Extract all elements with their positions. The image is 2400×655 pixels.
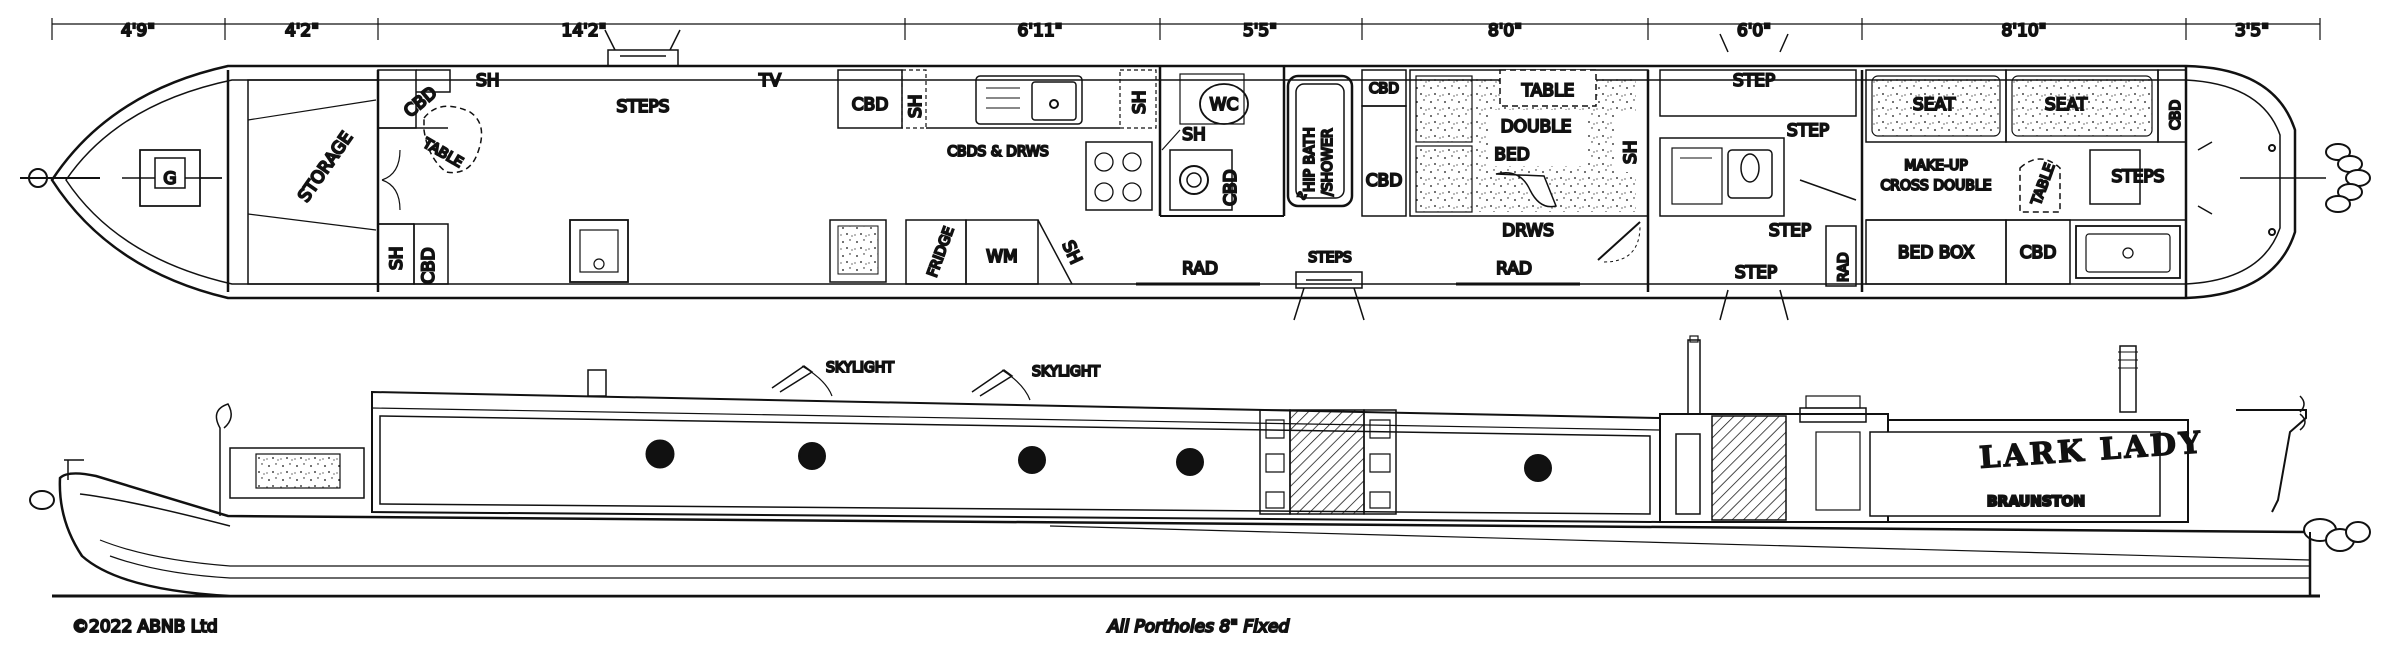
tap-mark: ∿	[1296, 188, 1308, 204]
side-doors	[1259, 409, 1397, 515]
step-label: STEP	[1733, 71, 1775, 91]
drws-label: DRWS	[1502, 221, 1554, 241]
bow-deck	[64, 403, 365, 516]
shower-label: /SHOWER	[1320, 128, 1336, 196]
sh-label: SH	[1621, 140, 1641, 164]
gas-locker: G	[122, 149, 222, 207]
home-port: BRAUNSTON	[1987, 494, 2085, 510]
dimension-label: 4'2"	[285, 21, 319, 41]
cbd-label: CBD	[1369, 81, 1399, 97]
dimension-label: 5'5"	[1243, 21, 1277, 41]
dimension-label: 3'5"	[2235, 21, 2269, 41]
dimension-label: 8'10"	[2002, 21, 2047, 41]
table-label: TABLE	[2028, 161, 2058, 208]
plan-view: G STORAGE CBD SH TABLE SH CBD STEPS TV	[20, 29, 2371, 321]
stern-fenders	[2303, 518, 2371, 552]
copyright-note: ©2022 ABNB Ltd	[72, 617, 218, 637]
wc-label: WC	[1210, 95, 1239, 115]
stern-fenders	[2240, 143, 2371, 236]
double-bed: TABLE DOUBLE BED SH	[1409, 69, 1649, 217]
skylights: SKYLIGHT SKYLIGHT	[771, 359, 1101, 401]
sh-label: SH	[387, 246, 407, 270]
hull-side	[58, 472, 2312, 598]
stove	[569, 219, 629, 283]
double-label: DOUBLE	[1501, 117, 1572, 137]
aft-cabin: SEAT SEAT CBD MAKE-UP CROSS DOUBLE TABLE…	[1865, 69, 2187, 285]
dimension-bar: 4'9" 4'2" 14'2" 6'11" 5'5" 8'0" 6'0" 8'1…	[51, 18, 2321, 42]
cbd-label: CBD	[1221, 169, 1241, 206]
tiller	[2236, 409, 2307, 513]
bathroom: WC SH CBD HIP BATH /SHOWER ∿	[1158, 66, 1354, 217]
table-label: TABLE	[1521, 81, 1575, 101]
hull-outline	[50, 64, 2297, 300]
steps-label: STEPS	[1308, 250, 1352, 266]
wm-label: WM	[986, 247, 1017, 267]
bed-label: BED	[1494, 145, 1530, 165]
radiators: RAD RAD	[1136, 258, 1580, 286]
gas-locker-label: G	[163, 169, 176, 189]
sh-label: SH	[906, 94, 926, 118]
rad-label: RAD	[1836, 252, 1852, 282]
rad-label: RAD	[1182, 259, 1218, 279]
cbd-label: CBD	[2168, 100, 2184, 130]
cbd-label: CBD	[2020, 243, 2057, 263]
bed-box-label: BED BOX	[1898, 243, 1975, 263]
elevation-view: SKYLIGHT SKYLIGHT LARK LADY BRAUNSTON	[29, 335, 2371, 598]
hip-bath-label: HIP BATH	[1302, 127, 1318, 192]
dimension-label: 14'2"	[562, 21, 607, 41]
porthole-note: All Portholes 8" Fixed	[1107, 617, 1289, 637]
step-label: STEP	[1769, 221, 1811, 241]
step-label: STEP	[1735, 263, 1777, 283]
chair	[829, 219, 887, 283]
steps-label: STEPS	[617, 97, 670, 117]
table-label: TABLE	[419, 135, 465, 171]
galley: CBD SH CBDS & DRWS SH	[837, 69, 1157, 211]
skylight-label: SKYLIGHT	[1032, 364, 1100, 380]
chimney	[587, 369, 607, 397]
dimension-label: 6'11"	[1018, 21, 1063, 41]
step-label: STEP	[1787, 121, 1829, 141]
tv-label: TV	[758, 71, 781, 91]
bed-cupboards: CBD CBD	[1361, 69, 1407, 217]
portholes	[645, 439, 1552, 482]
steps-label: STEPS	[2112, 167, 2165, 187]
seat-label: SEAT	[1913, 95, 1956, 115]
cbd-label: CBD	[1366, 171, 1403, 191]
cbd-label: CBD	[852, 95, 889, 115]
steps-forward: STEPS	[604, 29, 681, 118]
sh-label: SH	[1130, 90, 1150, 114]
cbds-drws-label: CBDS & DRWS	[947, 144, 1049, 160]
dimension-label: 6'0"	[1737, 21, 1771, 41]
cross-double-label: CROSS DOUBLE	[1880, 178, 1991, 194]
cbd-label: CBD	[419, 247, 439, 284]
sh-label: SH	[476, 71, 500, 91]
steps-mid: STEPS	[1293, 249, 1365, 321]
bow-fender	[20, 168, 100, 188]
rear-cabin: LARK LADY BRAUNSTON	[1659, 335, 2205, 523]
storage-label: STORAGE	[295, 128, 358, 206]
storage-area: STORAGE	[247, 79, 379, 285]
cbd-label: CBD	[400, 83, 441, 122]
rad-label: RAD	[1496, 259, 1532, 279]
step-area: STEP STEP STEP STEP RAD	[1659, 33, 1857, 321]
sh-label: SH	[1182, 125, 1206, 145]
make-up-label: MAKE-UP	[1904, 158, 1967, 174]
dimension-label: 8'0"	[1488, 21, 1522, 41]
dimension-label: 4'9"	[121, 21, 155, 41]
forward-cabin: CBD SH TABLE SH CBD	[377, 69, 501, 285]
fridge-wm: FRIDGE WM SH	[905, 219, 1087, 285]
skylight-label: SKYLIGHT	[826, 360, 894, 376]
bow-fender	[29, 490, 55, 510]
fridge-label: FRIDGE	[925, 225, 958, 280]
seat-label: SEAT	[2045, 95, 2088, 115]
